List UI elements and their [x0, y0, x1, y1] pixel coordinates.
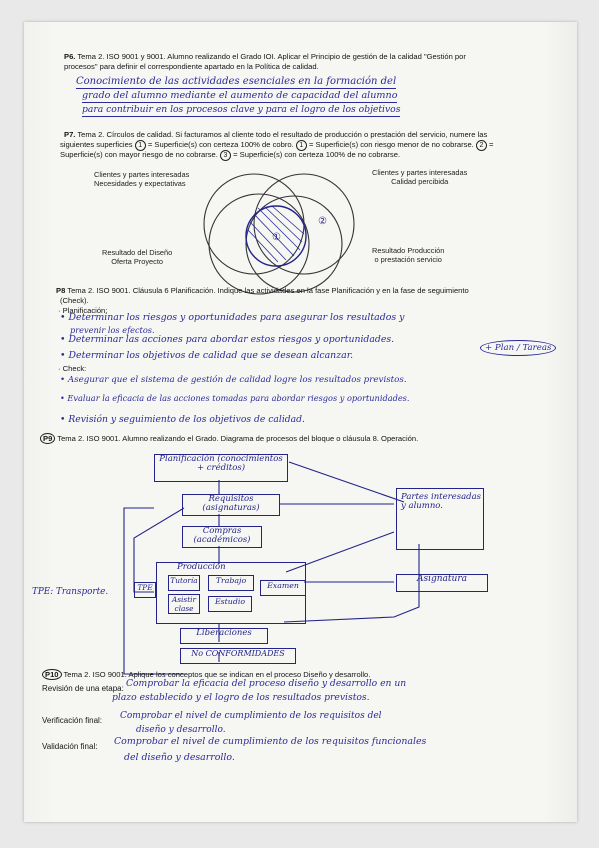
- p8-side-note: + Plan / Tareas: [480, 340, 557, 356]
- p7-surface-number-3: 2: [475, 140, 487, 151]
- process-box-trabajo: Trabajo: [208, 575, 254, 591]
- process-box-asistir-clase: Asistir clase: [168, 594, 200, 614]
- process-box-examen: Examen: [260, 580, 306, 596]
- p7-text-6: Superficie(s) con mayor riesgo de no cob…: [60, 150, 218, 159]
- p6-answer-line-1: Conocimiento de las actividades esencial…: [76, 76, 397, 89]
- process-box-asignatura: Asignatura: [396, 574, 488, 592]
- diagram-mark-center: ①: [272, 232, 281, 243]
- process-box-compras: Compras (académicos): [182, 526, 262, 548]
- process-box-planificacion: Planificación (conocimientos + créditos): [154, 454, 288, 482]
- p7-statement-line-2: siguientes superficies 1 = Superficie(s)…: [60, 140, 493, 151]
- p9-number: P9: [40, 433, 56, 444]
- p9-tpe-note: TPE: Transporte.: [32, 587, 109, 597]
- p8-check-item-2: • Evaluar la eficacia de las acciones to…: [60, 393, 410, 403]
- p8-plan-item-1b: prevenir los efectos.: [70, 325, 155, 335]
- p10-revision-label: Revisión de una etapa:: [42, 684, 124, 693]
- p6-statement-line-2: procesos" para definir el correspondient…: [64, 62, 319, 71]
- p8-plan-item-1a: • Determinar los riesgos y oportunidades…: [60, 312, 405, 323]
- p10-number: P10: [42, 669, 62, 680]
- p6-answer-line-3: para contribuir en los procesos clave y …: [82, 104, 401, 117]
- process-box-partes-interesadas: Partes interesadas y alumno.: [396, 488, 484, 550]
- p7-statement-line-3: Superficie(s) con mayor riesgo de no cob…: [60, 150, 400, 161]
- p10-revision-answer-1: Comprobar la eficacia del proceso diseño…: [126, 678, 407, 689]
- p7-label-tr-2: Calidad percibida: [391, 177, 449, 186]
- p7-text-3: = Superficie(s) con certeza 100% de cobr…: [147, 140, 294, 149]
- process-box-no-conformidades: No CONFORMIDADES: [180, 648, 296, 664]
- quality-circles-diagram: ① ②: [203, 173, 355, 295]
- p7-text-2: siguientes superficies: [60, 140, 133, 149]
- p6-text-1: Tema 2. ISO 9001 y 9001. Alumno realizan…: [77, 52, 466, 61]
- p7-label-top-left: Clientes y partes interesadas Necesidade…: [94, 170, 189, 188]
- process-box-estudio: Estudio: [208, 596, 252, 612]
- p7-label-tl-1: Clientes y partes interesadas: [94, 170, 190, 179]
- p6-answer-line-2: grado del alumno mediante el aumento de …: [82, 90, 398, 103]
- p8-check-word: (Check).: [60, 296, 89, 305]
- process-box-produccion-label: Producción: [177, 562, 226, 572]
- p7-label-bottom-right: Resultado Producción o prestación servic…: [372, 246, 444, 264]
- p10-statement: P10 Tema 2. ISO 9001. Aplique los concep…: [42, 669, 371, 680]
- p7-statement-line-1: P7. Tema 2. Círculos de calidad. Si fact…: [64, 130, 487, 140]
- p7-label-br-2: o prestación servicio: [374, 255, 442, 264]
- p7-number: P7.: [64, 130, 76, 139]
- circle-bottom-right: [245, 195, 343, 293]
- p8-number: P8: [56, 286, 66, 295]
- p10-verificacion-answer-1: Comprobar el nivel de cumplimiento de lo…: [120, 711, 382, 721]
- p7-surface-number-4: 3: [219, 150, 231, 161]
- diagram-mark-right: ②: [318, 216, 327, 227]
- p9-statement: P9 Tema 2. ISO 9001. Alumno realizando e…: [40, 433, 419, 444]
- p10-text: Tema 2. ISO 9001. Aplique los conceptos …: [63, 670, 371, 679]
- p7-text-4: = Superficie(s) con riesgo menor de no c…: [308, 140, 474, 149]
- process-box-tpe: TPE: [134, 582, 156, 598]
- exam-sheet: P6. Tema 2. ISO 9001 y 9001. Alumno real…: [24, 22, 577, 822]
- p7-text-1: Tema 2. Círculos de calidad. Si facturam…: [77, 130, 488, 139]
- process-box-tutoria: Tutoría: [168, 575, 200, 591]
- p7-label-tr-1: Clientes y partes interesadas: [372, 168, 468, 177]
- p7-label-bl-2: Oferta Proyecto: [111, 257, 164, 266]
- p8-plan-item-2: • Determinar las acciones para abordar e…: [60, 334, 395, 345]
- p7-label-tl-2: Necesidades y expectativas: [94, 179, 186, 188]
- p10-validacion-answer-1: Comprobar el nivel de cumplimiento de lo…: [114, 736, 427, 747]
- p8-check-item-3: • Revisión y seguimiento de los objetivo…: [60, 414, 305, 425]
- p7-text-7: = Superficie(s) con certeza 100% de no c…: [233, 150, 401, 159]
- p7-label-bl-1: Resultado del Diseño: [102, 248, 173, 257]
- p10-verificacion-answer-2: diseño y desarrollo.: [136, 725, 226, 735]
- p9-text: Tema 2. ISO 9001. Alumno realizando el G…: [57, 434, 419, 443]
- circle-center-marked: [245, 205, 307, 267]
- p10-verificacion-label: Verificación final:: [42, 716, 103, 725]
- p7-label-bottom-left: Resultado del Diseño Oferta Proyecto: [102, 248, 172, 266]
- process-diagram-connectors: [123, 461, 420, 675]
- process-box-requisitos: Requisitos (asignaturas): [182, 494, 280, 516]
- p8-check-label: · Check:: [58, 364, 87, 373]
- p10-validacion-label: Validación final:: [42, 742, 98, 751]
- circle-top-right: [253, 173, 355, 275]
- process-box-liberaciones: Liberaciones: [180, 628, 268, 644]
- p10-revision-answer-2: plazo establecido y el logro de los resu…: [112, 692, 370, 703]
- p6-number: P6.: [64, 52, 76, 61]
- p8-check-item-1: • Asegurar que el sistema de gestión de …: [60, 375, 407, 385]
- p7-label-br-1: Resultado Producción: [372, 246, 445, 255]
- p8-plan-label: · Planificación:: [58, 306, 108, 315]
- p8-text: Tema 2. ISO 9001. Cláusula 6 Planificaci…: [67, 286, 469, 295]
- p8-plan-item-3: • Determinar los objetivos de calidad qu…: [60, 350, 354, 361]
- p7-label-top-right: Clientes y partes interesadas Calidad pe…: [372, 168, 467, 186]
- p10-validacion-answer-2: del diseño y desarrollo.: [124, 752, 235, 763]
- p8-statement: P8 Tema 2. ISO 9001. Cláusula 6 Planific…: [56, 286, 469, 296]
- p7-text-5: =: [489, 140, 494, 149]
- p6-statement-line-1: P6. Tema 2. ISO 9001 y 9001. Alumno real…: [64, 52, 466, 62]
- circle-bottom-left: [208, 193, 310, 295]
